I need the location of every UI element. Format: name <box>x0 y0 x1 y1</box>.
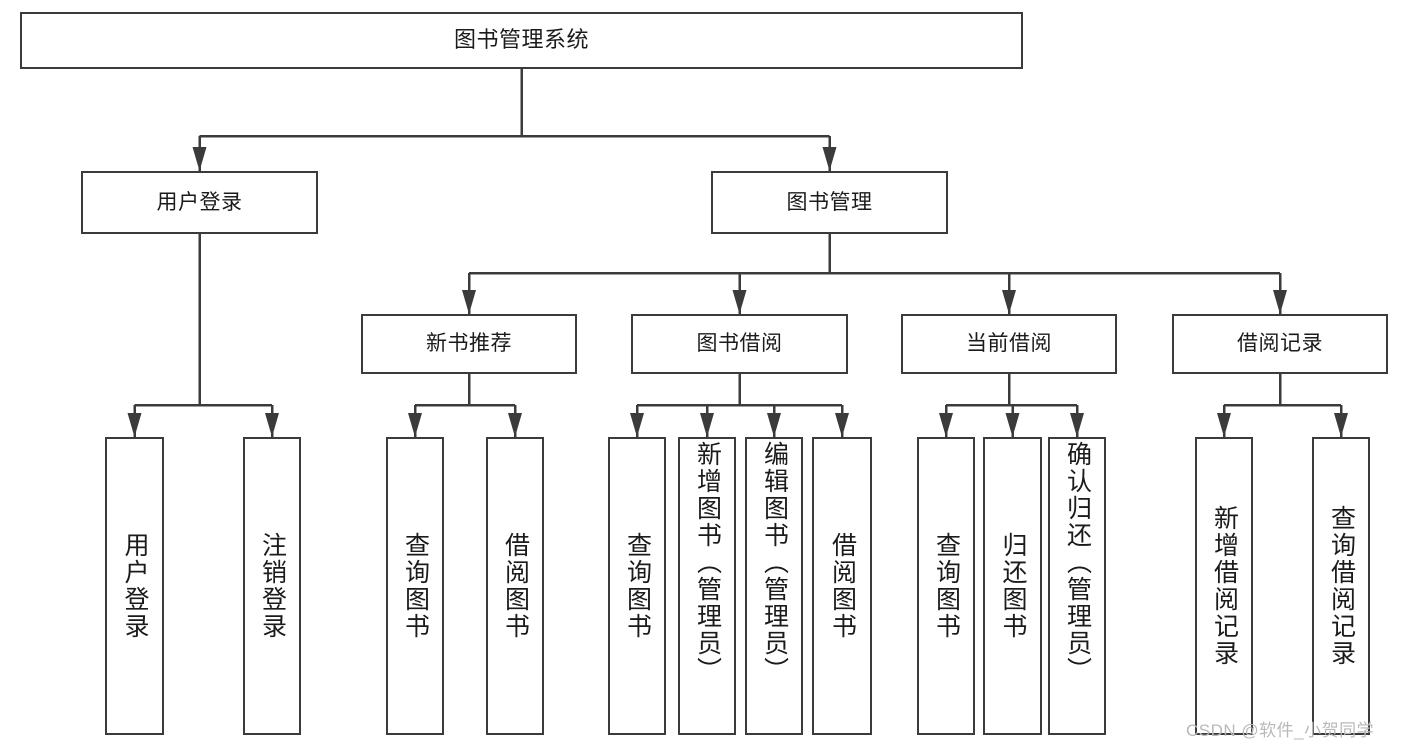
node-book-management[interactable]: 图书管理 <box>711 171 948 234</box>
node-root[interactable]: 图书管理系统 <box>20 12 1023 69</box>
node-root-label: 图书管理系统 <box>453 27 589 53</box>
node-book-borrow-label: 图书借阅 <box>696 332 783 356</box>
node-current-borrow[interactable]: 当前借阅 <box>901 314 1117 374</box>
node-borrow-record[interactable]: 借阅记录 <box>1172 314 1388 374</box>
node-user-login[interactable]: 用户登录 <box>81 171 318 234</box>
leaf-edit-book-admin[interactable]: 编辑图书（管理员） <box>745 437 803 735</box>
node-borrow-record-label: 借阅记录 <box>1237 332 1323 356</box>
node-new-book-recommend-label: 新书推荐 <box>426 332 512 356</box>
leaf-query-book-borrow[interactable]: 查询图书 <box>608 437 666 735</box>
node-book-management-label: 图书管理 <box>786 190 873 214</box>
node-new-book-recommend[interactable]: 新书推荐 <box>361 314 577 374</box>
leaf-add-borrow-record[interactable]: 新增借阅记录 <box>1195 437 1253 735</box>
leaf-borrow-book-borrow[interactable]: 借阅图书 <box>812 437 872 735</box>
leaf-add-book-admin[interactable]: 新增图书（管理员） <box>678 437 736 735</box>
leaf-query-book-recommend[interactable]: 查询图书 <box>386 437 444 735</box>
leaf-query-borrow-record[interactable]: 查询借阅记录 <box>1312 437 1370 735</box>
node-user-login-label: 用户登录 <box>156 190 243 214</box>
node-book-borrow[interactable]: 图书借阅 <box>631 314 848 374</box>
leaf-query-book-current[interactable]: 查询图书 <box>917 437 975 735</box>
leaf-user-login[interactable]: 用户登录 <box>105 437 164 735</box>
leaf-return-book[interactable]: 归还图书 <box>983 437 1042 735</box>
leaf-borrow-book-recommend[interactable]: 借阅图书 <box>486 437 544 735</box>
watermark: CSDN @软件_小贺同学 <box>1186 721 1375 740</box>
leaf-user-logout[interactable]: 注销登录 <box>243 437 301 735</box>
node-current-borrow-label: 当前借阅 <box>966 332 1052 356</box>
leaf-confirm-return-admin[interactable]: 确认归还（管理员） <box>1048 437 1106 735</box>
